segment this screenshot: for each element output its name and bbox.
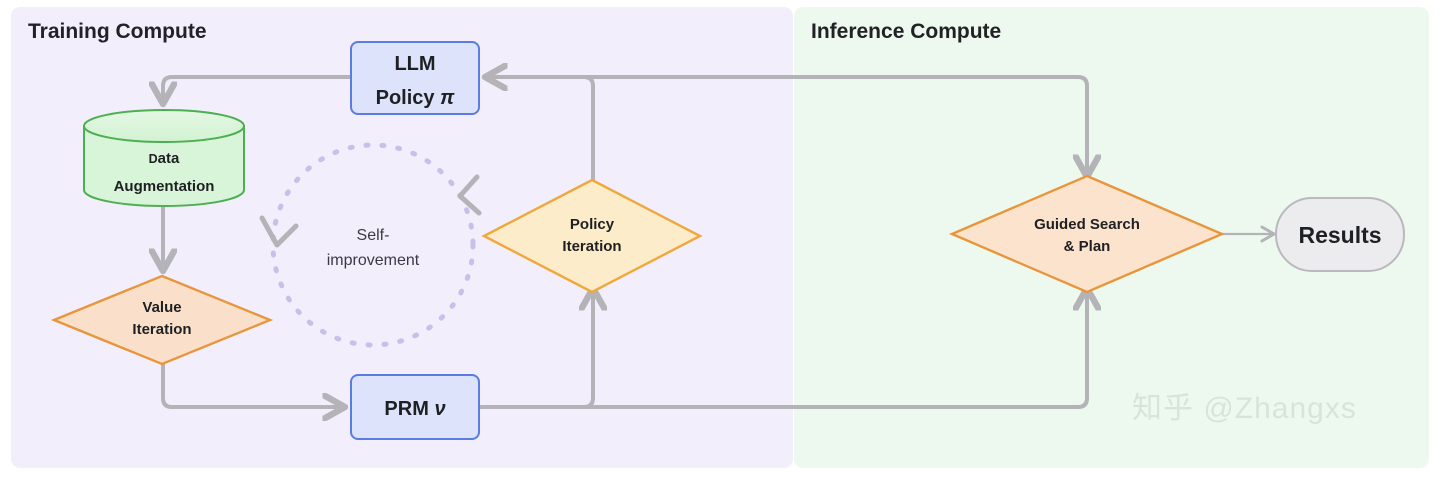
guided-search-label-line1: Guided Search [1034, 216, 1140, 233]
self-improvement-cycle: Self- improvement [259, 142, 482, 348]
panel-inference-title: Inference Compute [811, 20, 1001, 43]
data-augmentation-top [83, 109, 245, 143]
data-augmentation-label-d: D [149, 152, 158, 166]
prm-box[interactable] [350, 374, 480, 440]
data-augmentation-label-line2: Augmentation [114, 178, 215, 195]
policy-iteration-diamond[interactable] [481, 178, 703, 294]
policy-iteration-label-line1: Policy [570, 216, 615, 233]
guided-search-diamond[interactable] [948, 174, 1226, 294]
guided-search-label-line2: & Plan [1064, 238, 1111, 255]
panel-training-title: Training Compute [28, 20, 207, 43]
data-augmentation-body[interactable] [83, 125, 245, 207]
self-improvement-arrow-right-icon [457, 174, 482, 216]
results-pill[interactable] [1275, 197, 1405, 272]
edge-value-iteration-to-prm [161, 362, 341, 407]
prm-label-text: PRM [384, 398, 428, 420]
self-improvement-label-2: improvement [327, 252, 420, 269]
policy-iteration-label-line2: Iteration [562, 238, 621, 255]
node-data-augmentation[interactable]: Data Augmentation [83, 109, 245, 207]
llm-policy-box[interactable] [350, 41, 480, 115]
node-policy-iteration[interactable]: Policy Iteration [481, 178, 703, 294]
results-label: Results [1298, 222, 1381, 248]
edges-layer [163, 77, 1272, 407]
llm-policy-label-policy: Policy [376, 87, 436, 109]
edge-llm-policy-to-guided-search [487, 75, 1087, 173]
edge-llm-policy-to-data-augmentation [163, 75, 353, 100]
llm-policy-label-line1: LLM [394, 53, 435, 75]
self-improvement-circle [270, 142, 476, 348]
llm-policy-label-line2: Policy π [376, 87, 455, 109]
prm-label: PRM ν [384, 398, 445, 420]
node-value-iteration[interactable]: Value Iteration [50, 274, 274, 366]
llm-policy-symbol-pi: π [440, 87, 455, 109]
edge-prm-to-guided-search [477, 292, 1087, 409]
value-iteration-label-line1: Value [142, 299, 181, 316]
node-prm[interactable]: PRM ν [350, 374, 480, 440]
node-guided-search[interactable]: Guided Search & Plan [948, 174, 1226, 294]
node-results[interactable]: Results [1275, 197, 1405, 272]
data-augmentation-label-ata: ata [158, 150, 180, 167]
prm-symbol-nu: ν [434, 398, 445, 420]
self-improvement-label: Self- [357, 227, 390, 244]
data-augmentation-label-line1: Data [149, 150, 180, 167]
node-llm-policy[interactable]: LLM Policy π [350, 41, 480, 115]
value-iteration-diamond[interactable] [50, 274, 274, 366]
self-improvement-arrow-left-icon [259, 215, 299, 248]
watermark: 知乎 @Zhangxs [1132, 392, 1357, 425]
value-iteration-label-line2: Iteration [132, 321, 191, 338]
